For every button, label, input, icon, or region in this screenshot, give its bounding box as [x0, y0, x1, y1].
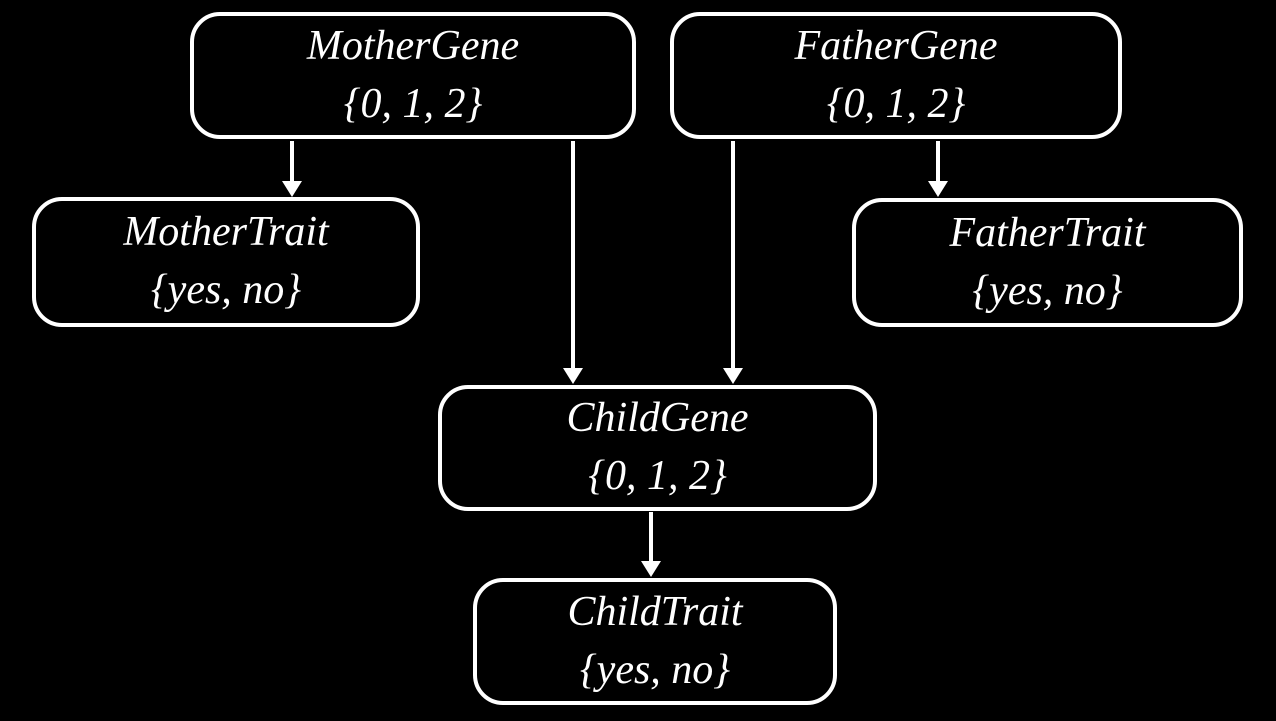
node-mother-trait: MotherTrait {yes, no}	[32, 197, 420, 327]
arrowhead-down-icon	[723, 368, 743, 384]
edge-shaft	[571, 141, 575, 370]
node-child-trait: ChildTrait {yes, no}	[473, 578, 837, 705]
edge-fathergene-fathertrait	[928, 141, 948, 197]
node-father-trait: FatherTrait {yes, no}	[852, 198, 1243, 327]
node-mother-trait-values: {yes, no}	[150, 267, 302, 313]
node-father-gene-label: FatherGene	[794, 22, 998, 69]
arrowhead-down-icon	[641, 561, 661, 577]
arrowhead-down-icon	[928, 181, 948, 197]
edge-shaft	[936, 141, 940, 183]
edge-shaft	[731, 141, 735, 370]
node-mother-gene: MotherGene {0, 1, 2}	[190, 12, 636, 139]
edge-mothergene-mothertrait	[282, 141, 302, 197]
arrowhead-down-icon	[563, 368, 583, 384]
edge-shaft	[290, 141, 294, 183]
edge-childgene-childtrait	[641, 512, 661, 577]
edge-shaft	[649, 512, 653, 563]
node-child-gene: ChildGene {0, 1, 2}	[438, 385, 877, 511]
node-father-gene-values: {0, 1, 2}	[826, 80, 966, 127]
node-child-trait-label: ChildTrait	[567, 588, 743, 635]
node-child-gene-values: {0, 1, 2}	[588, 453, 727, 499]
node-mother-gene-values: {0, 1, 2}	[343, 80, 483, 127]
node-father-trait-label: FatherTrait	[949, 209, 1146, 256]
edge-mothergene-childgene	[563, 141, 583, 384]
node-mother-trait-label: MotherTrait	[123, 209, 329, 256]
node-child-trait-values: {yes, no}	[579, 646, 731, 693]
edge-fathergene-childgene	[723, 141, 743, 384]
node-child-gene-label: ChildGene	[566, 395, 749, 442]
node-mother-gene-label: MotherGene	[306, 22, 520, 69]
node-father-gene: FatherGene {0, 1, 2}	[670, 12, 1122, 139]
node-father-trait-values: {yes, no}	[972, 267, 1123, 314]
arrowhead-down-icon	[282, 181, 302, 197]
